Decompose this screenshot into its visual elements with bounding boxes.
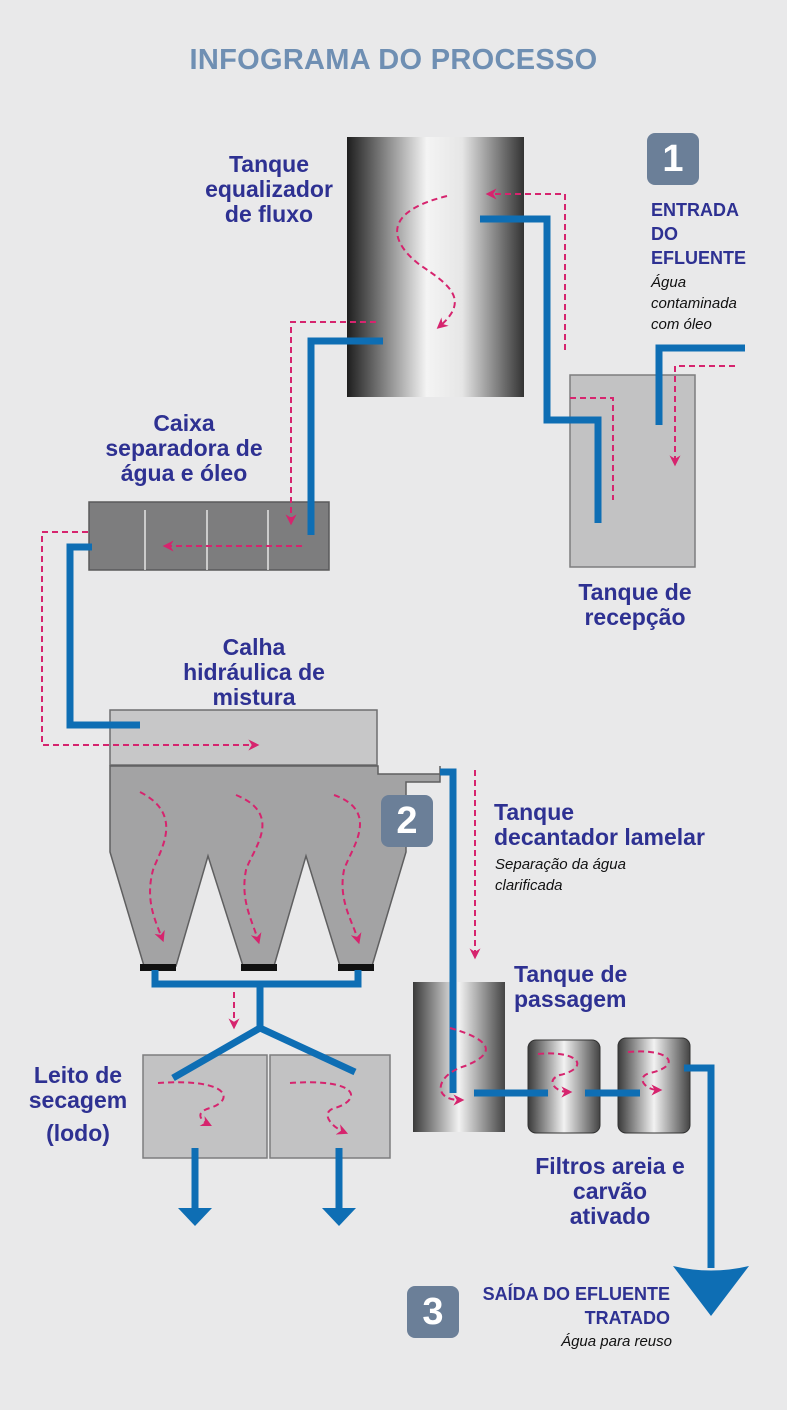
step-1-subtitle: Água contaminada com óleo bbox=[651, 274, 737, 333]
drying-bed-left bbox=[142, 1054, 268, 1159]
flow-arrows bbox=[41, 188, 735, 1135]
step-1-title: ENTRADA DO EFLUENTE bbox=[651, 200, 747, 268]
drying-bed-right bbox=[269, 1054, 391, 1159]
mixing-channel bbox=[109, 709, 378, 766]
step-3-subtitle: Água para reuso bbox=[561, 1333, 672, 1350]
reception-label: Tanque de recepção bbox=[578, 579, 692, 630]
reception-tank bbox=[569, 374, 696, 568]
step-2-badge: 2 bbox=[381, 795, 433, 847]
passage-tank bbox=[413, 982, 505, 1132]
oil-water-separator bbox=[88, 501, 330, 571]
channel-label: Calha hidráulica de mistura bbox=[183, 634, 325, 710]
pipe-outlets bbox=[178, 1208, 749, 1316]
step-3-title: SAÍDA DO EFLUENTE TRATADO bbox=[482, 1284, 670, 1328]
settling-tank bbox=[109, 765, 441, 971]
equalizer-tank bbox=[347, 137, 524, 397]
filters-label: Filtros areia e carvão ativado bbox=[535, 1153, 685, 1229]
pipes bbox=[66, 215, 745, 1268]
separator-label: Caixa separadora de água e óleo bbox=[105, 410, 263, 486]
drying-bed-label: Leito de secagem (lodo) bbox=[28, 1062, 128, 1146]
step-2-title: Tanque decantador lamelar bbox=[494, 799, 705, 850]
equalizer-label: Tanque equalizador de fluxo bbox=[205, 151, 333, 227]
step-3-badge: 3 bbox=[407, 1286, 459, 1338]
page-title: INFOGRAMA DO PROCESSO bbox=[189, 44, 598, 76]
passage-label: Tanque de passagem bbox=[514, 961, 628, 1012]
step-2-subtitle: Separação da água clarificada bbox=[495, 856, 626, 894]
step-1-badge: 1 bbox=[647, 133, 699, 185]
